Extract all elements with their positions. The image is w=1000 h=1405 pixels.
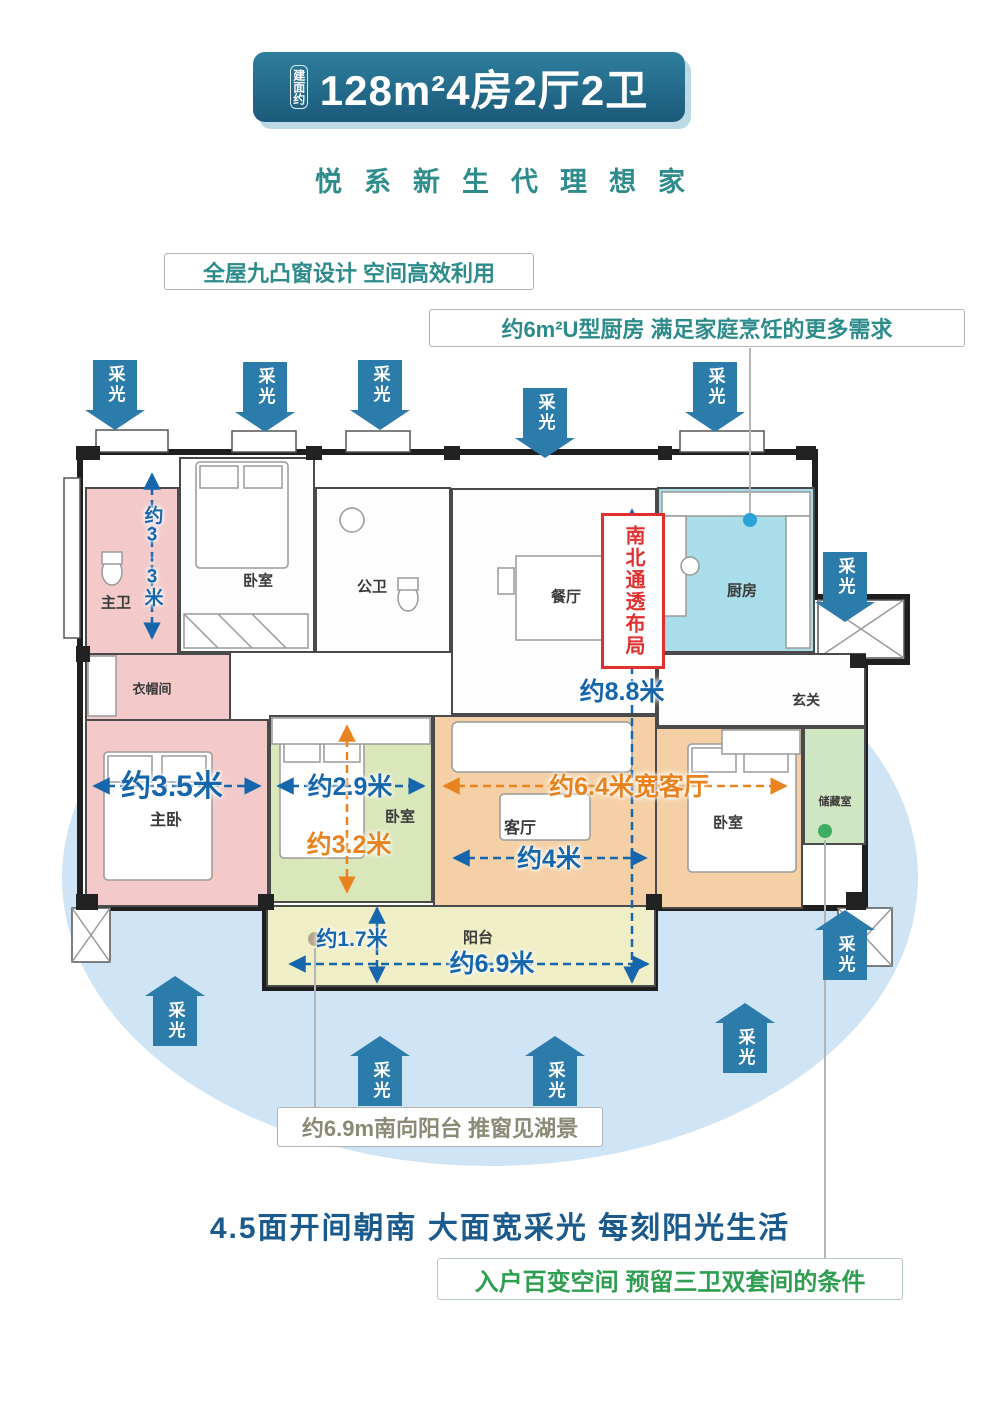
structural-columns (76, 446, 866, 910)
dim-bedroom-mid-depth: 约3.2米 (306, 831, 392, 859)
callout-balcony: 约6.9m南向阳台 推窗见湖景 (277, 1107, 603, 1147)
dim-bath-depth: 约3.3米 (141, 505, 163, 607)
room-label-cloakroom: 衣帽间 (132, 681, 172, 697)
room-label-hallway: 玄关 (792, 692, 820, 708)
room-label-dining: 餐厅 (550, 588, 582, 606)
room-label-bedroom-right: 卧室 (712, 814, 744, 832)
north-south-layout-box: 南北通透布局 (601, 513, 665, 669)
daylight-arrow-body: 采光 (358, 360, 402, 410)
room-label-bedroom-top: 卧室 (242, 572, 274, 590)
room-label-master-bath: 主卫 (100, 594, 132, 612)
room-label-kitchen: 厨房 (726, 582, 758, 600)
daylight-arrow-body: 采光 (93, 360, 137, 410)
page-title: 128m²4房2厅2卫 (319, 66, 649, 114)
room-label-balcony: 阳台 (462, 929, 494, 947)
daylight-arrow-body: 采光 (533, 1056, 577, 1106)
dim-balcony-width: 约6.9米 (449, 950, 535, 978)
room-storage-area (803, 727, 866, 845)
daylight-arrow-up-4: 采光 (715, 1003, 775, 1073)
daylight-arrow-down-right: 采光 (815, 552, 875, 622)
north-south-layout-label: 南北通透布局 (622, 525, 644, 657)
arrow-down-icon (515, 438, 575, 458)
title-badge: 建面约 128m²4房2厅2卫 (253, 52, 685, 122)
dim-living-width: 约4米 (517, 845, 581, 873)
daylight-arrow-up-1: 采光 (145, 976, 205, 1046)
room-label-master-bedroom: 主卧 (149, 812, 183, 829)
storage-leader-line (824, 840, 826, 1260)
arrow-up-icon (715, 1003, 775, 1023)
daylight-arrow-down-4: 采光 (515, 388, 575, 458)
dim-master-width: 约3.5米 (121, 770, 223, 803)
room-label-living: 客厅 (503, 820, 537, 837)
dimension-lines (92, 472, 788, 984)
daylight-arrow-body: 采光 (693, 362, 737, 412)
callout-bay-window: 全屋九凸窗设计 空间高效利用 (164, 253, 534, 290)
daylight-arrow-up-3: 采光 (525, 1036, 585, 1106)
balcony-leader-line (314, 948, 316, 1108)
daylight-arrow-down-5: 采光 (685, 362, 745, 432)
daylight-arrow-down-2: 采光 (235, 362, 295, 432)
room-label-bedroom-mid: 卧室 (384, 808, 416, 826)
furniture (87, 461, 811, 881)
arrow-up-icon (145, 976, 205, 996)
dim-balcony-depth: 约1.7米 (316, 928, 388, 951)
daylight-arrow-up-2: 采光 (350, 1036, 410, 1106)
room-label-storage: 储藏室 (818, 796, 852, 808)
arrow-up-icon (350, 1036, 410, 1056)
room-public-bath-area (315, 487, 451, 653)
callout-kitchen: 约6m²U型厨房 满足家庭烹饪的更多需求 (429, 309, 965, 347)
arrow-down-icon (815, 602, 875, 622)
kitchen-marker-dot (743, 513, 757, 527)
arrow-up-icon (525, 1036, 585, 1056)
dim-bedroom-mid-width: 约2.9米 (307, 773, 393, 801)
callout-south-facing: 4.5面开间朝南 大面宽采光 每刻阳光生活 (209, 1212, 791, 1245)
daylight-arrow-body: 采光 (523, 388, 567, 438)
arrow-down-icon (85, 410, 145, 430)
room-label-public-bath: 公卫 (356, 578, 388, 596)
subtitle: 悦系新生代理想家 (315, 167, 707, 197)
balcony-marker-dot (308, 932, 322, 946)
kitchen-leader-line (749, 348, 751, 518)
arrow-down-icon (685, 412, 745, 432)
arrow-down-icon (235, 412, 295, 432)
daylight-arrow-up-right: 采光 (815, 910, 875, 980)
room-hallway-area (657, 653, 866, 727)
storage-marker-dot (818, 824, 832, 838)
dim-ns-depth: 约8.8米 (579, 678, 665, 706)
arrow-down-icon (350, 410, 410, 430)
daylight-arrow-body: 采光 (823, 930, 867, 980)
daylight-arrow-down-3: 采光 (350, 360, 410, 430)
dim-living-span: 约6.4米宽客厅 (549, 773, 709, 801)
arrow-up-icon (815, 910, 875, 930)
callout-entry: 入户百变空间 预留三卫双套间的条件 (437, 1258, 903, 1300)
daylight-arrow-down-1: 采光 (85, 360, 145, 430)
area-type-badge: 建面约 (289, 65, 308, 109)
daylight-arrow-body: 采光 (723, 1023, 767, 1073)
daylight-arrow-body: 采光 (358, 1056, 402, 1106)
daylight-arrow-body: 采光 (823, 552, 867, 602)
daylight-arrow-body: 采光 (153, 996, 197, 1046)
daylight-arrow-body: 采光 (243, 362, 287, 412)
